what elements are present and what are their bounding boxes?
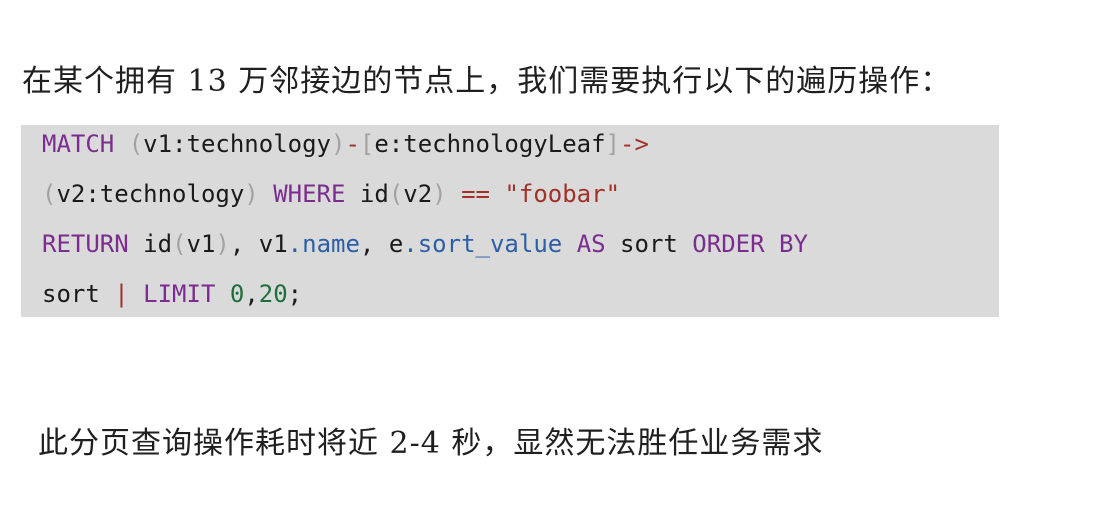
- function-id: id: [345, 180, 389, 208]
- outro-paragraph: 此分页查询操作耗时将近 2-4 秒，显然无法胜任业务需求: [38, 426, 824, 461]
- bracket-close: ]: [605, 130, 620, 158]
- comma: ,: [244, 280, 259, 308]
- paren-close: ): [432, 180, 447, 208]
- arg-v2: v2: [403, 180, 433, 208]
- edge-e: e:technologyLeaf: [374, 130, 606, 158]
- keyword-as: AS: [576, 230, 606, 258]
- paren-open: (: [388, 180, 404, 208]
- semicolon: ;: [287, 280, 303, 308]
- code-line-2: (v2:technology) WHERE id(v2) == "foobar": [42, 169, 999, 219]
- paren-close: ): [244, 180, 259, 208]
- paren-open: (: [172, 230, 187, 258]
- code-block: MATCH (v1:technology)-[e:technologyLeaf]…: [21, 125, 999, 317]
- code-space: [447, 180, 461, 208]
- keyword-return: RETURN: [42, 230, 129, 258]
- paren-close: ): [331, 130, 346, 158]
- arg-v1: v1: [186, 230, 216, 258]
- identifier-e: , e: [359, 230, 404, 258]
- code-space: [129, 280, 143, 308]
- node-v2: v2:technology: [56, 180, 245, 208]
- code-line-3: RETURN id(v1), v1.name, e.sort_value AS …: [42, 219, 999, 269]
- code-space: [562, 230, 576, 258]
- operator-pipe: |: [114, 280, 129, 308]
- paren-close: ): [215, 230, 230, 258]
- keyword-where: WHERE: [273, 180, 346, 208]
- paren-open: (: [42, 180, 57, 208]
- function-id: id: [128, 230, 173, 258]
- operator-equals: ==: [461, 180, 490, 208]
- code-line-4: sort | LIMIT 0,20;: [42, 269, 999, 319]
- keyword-match: MATCH: [42, 130, 115, 158]
- string-literal: "foobar": [504, 180, 621, 208]
- identifier-sort: sort: [42, 280, 115, 308]
- intro-paragraph: 在某个拥有 13 万邻接边的节点上，我们需要执行以下的遍历操作：: [22, 64, 952, 99]
- property-sort-value: .sort_value: [403, 230, 563, 258]
- number-limit: 20: [258, 280, 288, 308]
- code-space: [114, 130, 128, 158]
- code-space: [490, 180, 504, 208]
- edge-arrow: ->: [620, 130, 649, 158]
- property-name: .name: [287, 230, 360, 258]
- code-space: [215, 280, 229, 308]
- identifier-v1: , v1: [229, 230, 288, 258]
- paren-open: (: [128, 130, 144, 158]
- bracket-open: [: [359, 130, 375, 158]
- code-line-1: MATCH (v1:technology)-[e:technologyLeaf]…: [42, 119, 999, 169]
- keyword-limit: LIMIT: [143, 280, 216, 308]
- edge-dash: -: [345, 130, 360, 158]
- alias-sort: sort: [605, 230, 693, 258]
- number-offset: 0: [229, 280, 245, 308]
- node-v1: v1:technology: [143, 130, 331, 158]
- code-space: [259, 180, 273, 208]
- keyword-order-by: ORDER BY: [692, 230, 808, 258]
